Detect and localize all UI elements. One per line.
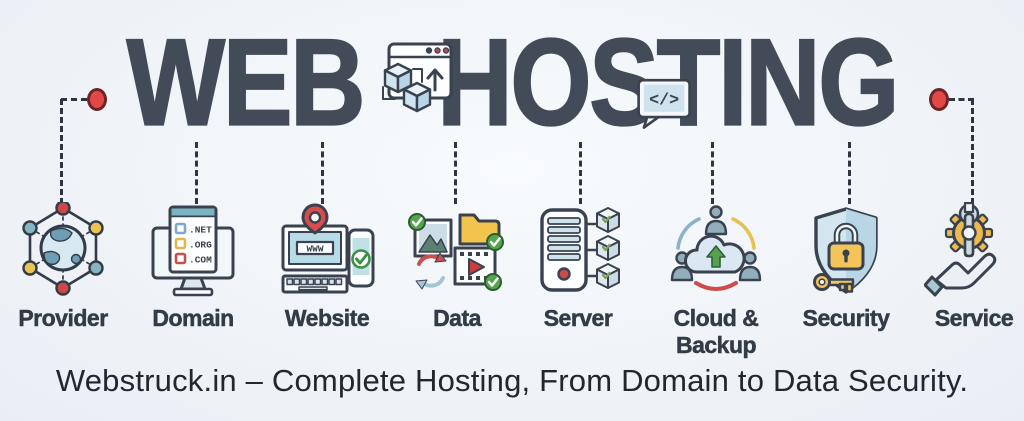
red-node-dot-left [87,88,107,111]
code-glyph-text: </> [649,92,679,111]
feature-server: Server [498,202,658,332]
feature-website: WWW Website [247,202,407,332]
feature-label-data: Data [433,305,482,332]
feature-service: Service [894,202,1024,332]
dashed-connector-domain [195,142,198,204]
domain-monitor-icon: .NET .ORG .COM [151,205,235,297]
banner-caption: Webstruck.in – Complete Hosting, From Do… [55,363,969,398]
dashed-connector-right-stub [949,98,974,101]
code-bubble-icon: </> [637,78,691,129]
feature-domain: .NET .ORG .COM Domain [113,202,273,332]
feature-provider: Provider [0,202,143,332]
green-check-badges [408,213,504,291]
server-rack-icon [540,207,620,292]
hand-gear-wrench-icon [924,202,997,297]
dashed-connector-left-stub [61,98,87,101]
media-data-icon [408,213,504,291]
feature-data: Data [377,202,537,332]
shield-lock-key-icon [813,207,878,294]
domain-option-org: .ORG [189,240,212,251]
feature-label-domain: Domain [152,305,234,332]
dashed-connector-data [454,142,457,204]
dashed-connector-service [971,99,974,204]
red-node-dot-right [929,88,949,111]
globe-network-icon [22,202,104,296]
domain-option-com: .COM [189,255,212,266]
feature-label-server: Server [543,305,613,332]
website-devices-icon: WWW [281,203,375,294]
title-word-web: WEB [126,14,367,152]
dashed-connector-server [579,142,582,204]
dashed-connector-provider [60,99,63,204]
feature-cloud-backup: Cloud & Backup [636,202,796,359]
browser-cubes-icon [382,42,453,113]
feature-label-provider: Provider [18,305,108,332]
feature-label-cloud-backup: Cloud & Backup [673,305,759,359]
page-title: WEB HOSTING [0,14,1024,152]
website-www-text: WWW [306,244,323,255]
dashed-connector-security [848,142,851,204]
domain-option-net: .NET [189,225,212,236]
feature-label-security: Security [802,305,890,332]
dashed-connector-cloud [711,142,714,204]
feature-security: Security [766,202,926,332]
dashed-connector-website [321,142,324,204]
cloud-upload-network-icon [670,205,762,291]
feature-label-service: Service [934,305,1014,332]
feature-label-website: Website [284,305,370,332]
